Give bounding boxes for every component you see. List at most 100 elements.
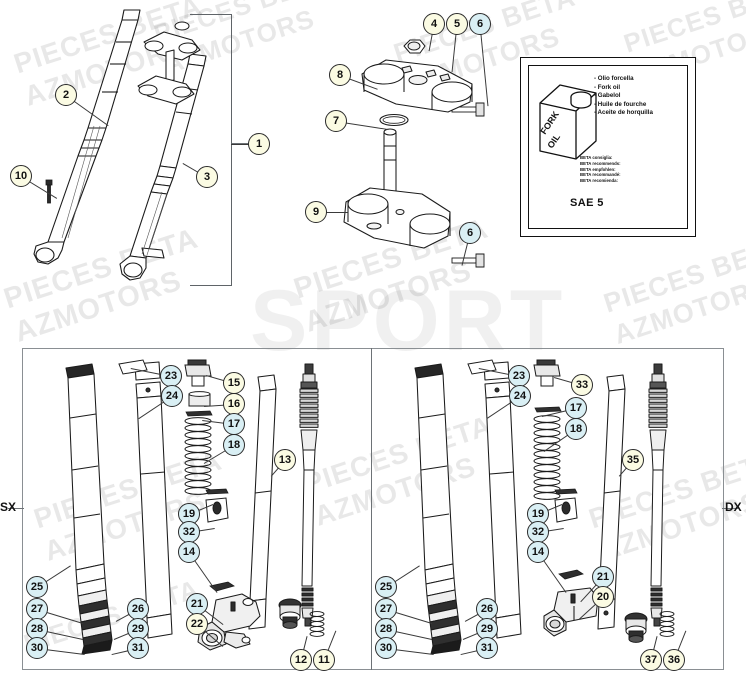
oil-rec-en: BETA recommends: [580,160,621,166]
callout-bubble-15[interactable]: 15 [223,372,245,394]
sx-damper-cartridge-drawing [299,363,319,627]
sx-outer-tube-drawing [65,363,113,655]
watermark-mid-right: PIECES BETA AZMOTORS [600,231,746,350]
oil-recommendation-list: BETA consiglia: BETA recommends: BETA em… [580,155,621,184]
callout-bubble-20[interactable]: 20 [592,586,614,608]
callout-bubble-1[interactable]: 1 [248,133,270,155]
callout-bubble-30[interactable]: 30 [375,637,397,659]
sx-bracket-32-drawing [205,497,229,523]
oil-description-list: - Olio forcella - Fork oil - Gabelol - H… [594,75,653,118]
callout-bubble-16[interactable]: 16 [223,393,245,415]
callout-bubble-27[interactable]: 27 [26,598,48,620]
callout-bubble-10[interactable]: 10 [10,165,32,187]
callout-bubble-24[interactable]: 24 [509,385,531,407]
fork-leg-clamps-drawing [137,21,201,105]
dx-damper-cartridge-drawing [648,363,668,627]
fork-leg-left-drawing [33,9,141,265]
dx-axle-clamp-20-21-drawing [543,587,599,637]
callout-bubble-30[interactable]: 30 [26,637,48,659]
oil-box-inner-border [528,65,688,229]
group-bracket-1-lead [232,143,248,145]
sx-label-lead [8,508,24,510]
callout-bubble-6[interactable]: 6 [459,222,481,244]
sx-top-cap-15-drawing [184,359,212,387]
oil-desc-it: - Olio forcella [594,75,634,82]
callout-bubble-23[interactable]: 23 [508,365,530,387]
callout-bubble-13[interactable]: 13 [274,449,296,471]
sx-spacer-19-drawing [205,488,229,495]
callout-bubble-36[interactable]: 36 [663,649,685,671]
callout-bubble-31[interactable]: 31 [127,637,149,659]
oil-desc-de: - Gabelol [594,92,621,100]
sx-bump-stop-12-drawing [278,598,302,629]
callout-bubble-33[interactable]: 33 [571,374,593,396]
callout-bubble-17[interactable]: 17 [223,413,245,435]
oil-rec-it: BETA consiglia: [580,155,613,160]
callout-bubble-17[interactable]: 17 [565,397,587,419]
callout-bubble-25[interactable]: 25 [26,576,48,598]
dx-cartridge-tube-35-drawing [597,374,626,630]
fork-leg-right-drawing [119,53,207,281]
callout-bubble-27[interactable]: 27 [375,598,397,620]
dx-spacer-19-drawing [554,488,578,495]
callout-bubble-37[interactable]: 37 [640,649,662,671]
callout-bubble-24[interactable]: 24 [161,385,183,407]
callout-bubble-6[interactable]: 6 [469,13,491,35]
oil-rec-de: BETA empfohlen: [580,166,616,172]
side-label-sx: SX [0,500,17,514]
callout-bubble-21[interactable]: 21 [592,566,614,588]
callout-bubble-5[interactable]: 5 [446,13,468,35]
callout-bubble-2[interactable]: 2 [55,84,77,106]
callout-bubble-21[interactable]: 21 [186,593,208,615]
dx-label-lead [722,508,738,510]
callout-leader-line [316,212,348,213]
callout-bubble-11[interactable]: 11 [313,649,335,671]
dx-rebound-spring-36-drawing [659,611,675,637]
panel-divider [371,348,373,670]
oil-grade-label: SAE 5 [570,197,604,209]
dx-stopper-14-drawing [558,569,584,580]
fork-oil-legend-box: FORK OIL - Olio forcella - Fork oil - Ga… [520,57,696,237]
callout-bubble-14[interactable]: 14 [178,541,200,563]
callout-bubble-35[interactable]: 35 [622,449,644,471]
sx-rebound-spring-11-drawing [309,611,325,637]
bolt-10-drawing [45,179,53,204]
callout-bubble-31[interactable]: 31 [476,637,498,659]
callout-bubble-32[interactable]: 32 [527,521,549,543]
oil-rec-fr: BETA recommandé: [580,172,621,178]
oil-can-icon: FORK OIL [538,84,597,160]
callout-bubble-32[interactable]: 32 [178,521,200,543]
dx-fork-spring-18-drawing [533,415,561,500]
oil-desc-fr: - Huile de fourche [594,100,647,108]
dx-bump-stop-37-drawing [624,612,648,643]
callout-bubble-26[interactable]: 26 [476,598,498,620]
callout-bubble-18[interactable]: 18 [565,418,587,440]
callout-bubble-14[interactable]: 14 [527,541,549,563]
callout-bubble-25[interactable]: 25 [375,576,397,598]
sx-washer-17-drawing [185,410,213,417]
callout-bubble-7[interactable]: 7 [325,110,347,132]
callout-bubble-4[interactable]: 4 [423,13,445,35]
nut-4-drawing [403,39,426,54]
oil-desc-en: - Fork oil [594,83,621,91]
callout-bubble-22[interactable]: 22 [186,613,208,635]
callout-bubble-12[interactable]: 12 [290,649,312,671]
upper-triple-clamp-8-drawing [361,59,473,113]
callout-bubble-8[interactable]: 8 [329,64,351,86]
callout-bubble-23[interactable]: 23 [160,365,182,387]
callout-bubble-26[interactable]: 26 [127,598,149,620]
callout-bubble-28[interactable]: 28 [26,618,48,640]
sx-spring-seat-16-drawing [188,391,211,407]
lower-triple-clamp-9-drawing [343,128,451,249]
callout-bubble-9[interactable]: 9 [305,201,327,223]
callout-bubble-3[interactable]: 3 [196,166,218,188]
side-label-dx: DX [725,500,742,514]
o-ring-7-drawing [379,113,409,127]
dx-top-cap-33-drawing [533,359,561,387]
callout-bubble-18[interactable]: 18 [223,434,245,456]
oil-rec-es: BETA recomienda: [580,178,618,184]
dx-bracket-32-drawing [554,497,578,523]
group-bracket-1 [190,14,232,286]
bolt-6-lower-drawing [451,253,485,268]
